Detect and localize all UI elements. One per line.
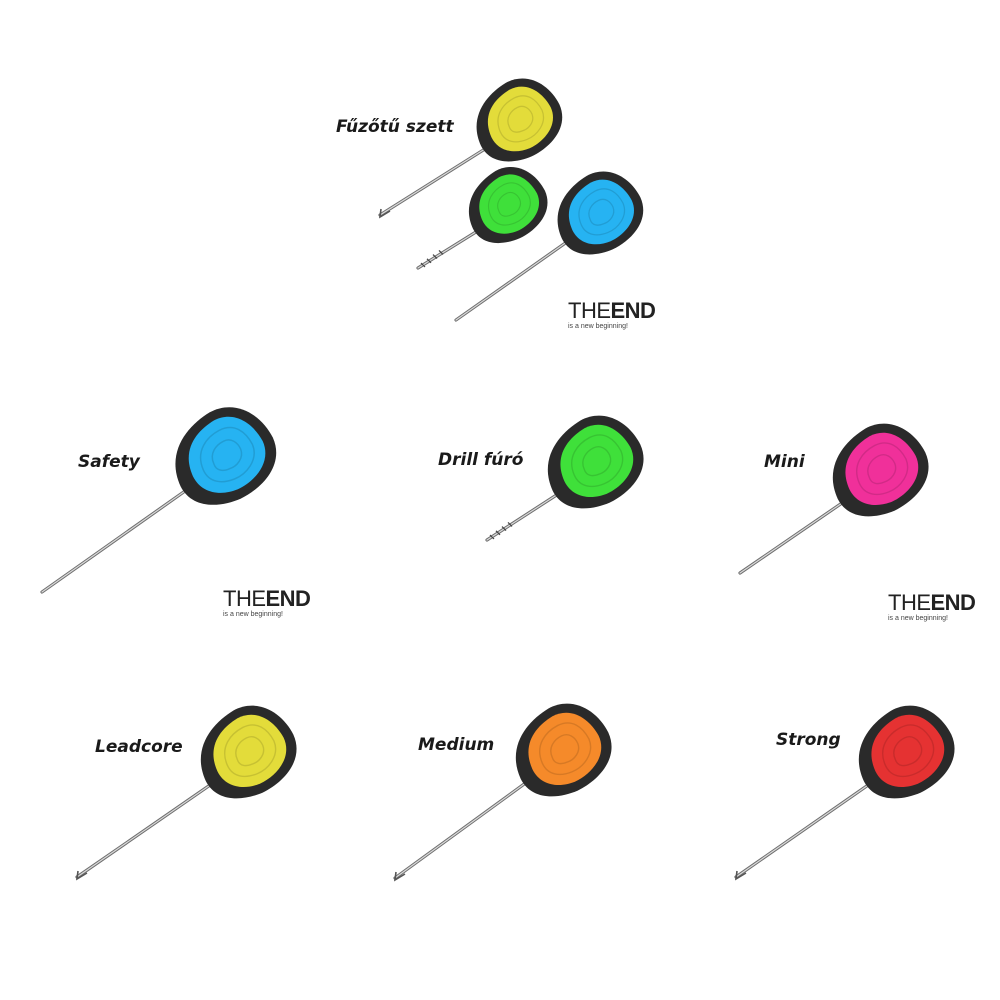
label-medium: Medium <box>418 735 495 755</box>
label-mini: Mini <box>764 452 805 472</box>
needle-tool-medium <box>393 703 612 882</box>
needle-tool-drill <box>485 415 644 542</box>
brand-logo-top: THEEND is a new beginning! <box>568 298 656 331</box>
needle-tool-set-yellow <box>378 78 563 219</box>
needle-tool-set-green <box>416 167 548 270</box>
needle-tool-safety <box>40 407 277 594</box>
needle-tool-leadcore <box>75 705 297 881</box>
label-leadcore: Leadcore <box>95 737 183 757</box>
logo-word-the: THE <box>223 586 266 611</box>
label-drill-furo: Drill fúró <box>438 450 524 470</box>
logo-word-end: END <box>610 298 656 323</box>
logo-word-end: END <box>265 586 311 611</box>
brand-logo-right: THEEND is a new beginning! <box>888 590 976 623</box>
label-fuzotu-szett: Fűzőtű szett <box>336 117 454 137</box>
label-safety: Safety <box>78 452 140 472</box>
needle-tool-strong <box>734 705 955 881</box>
needle-tool-mini <box>738 423 929 575</box>
needle-tool-set-blue <box>454 171 644 322</box>
logo-tagline: is a new beginning! <box>223 611 283 618</box>
logo-word-end: END <box>930 590 976 615</box>
logo-tagline: is a new beginning! <box>888 615 948 622</box>
logo-word-the: THE <box>888 590 931 615</box>
logo-word-the: THE <box>568 298 611 323</box>
logo-tagline: is a new beginning! <box>568 323 628 330</box>
label-strong: Strong <box>776 730 841 750</box>
brand-logo-left: THEEND is a new beginning! <box>223 586 311 619</box>
